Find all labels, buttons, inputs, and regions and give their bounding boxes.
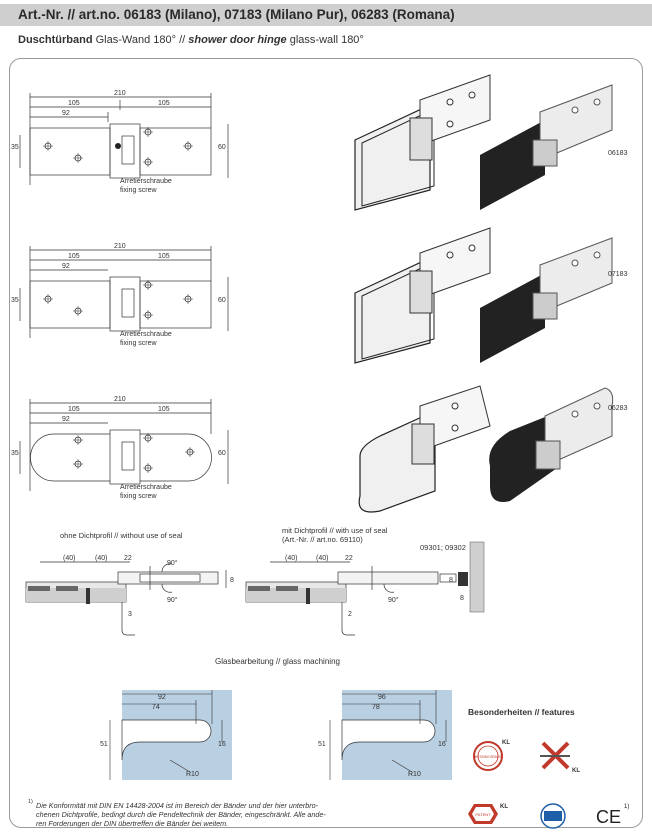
- machining-left-w1: 92: [158, 694, 166, 701]
- machining-left-h: 51: [100, 741, 108, 748]
- machining-right-r: 16: [438, 741, 446, 748]
- subtitle-en: glass-wall 180°: [286, 34, 364, 46]
- dim-width-1: 60: [218, 144, 226, 151]
- article-label-1: 06183: [608, 150, 628, 157]
- dim-total-1: 210: [114, 90, 126, 97]
- product-image-07183: [354, 227, 613, 364]
- screw-label-en-1: fixing screw: [120, 187, 158, 194]
- dim-total-2: 210: [114, 243, 126, 250]
- section-without-seal: ohne Dichtprofil // without use of seal …: [25, 531, 234, 636]
- section-right-dim-f: 8: [460, 595, 464, 602]
- section-right-dim-e: 2: [348, 611, 352, 618]
- drawing-06283: 210 105 105 92 35 60 Arretierschraube fi…: [11, 385, 628, 513]
- section-left-angle-1: 90°: [167, 559, 178, 567]
- article-label-2: 07183: [608, 271, 628, 278]
- patent-mark: KL: [500, 804, 508, 810]
- no-tool-mark: KL: [572, 768, 580, 774]
- section-right-dim-c: 22: [345, 555, 353, 562]
- hinge-drawings: 210 105 105 92 35 60 Arretierschraube fi…: [11, 74, 628, 513]
- section-right-dim-b: (40): [316, 555, 328, 562]
- footnote-marker: 1): [28, 799, 33, 805]
- section-drawings: ohne Dichtprofil // without use of seal …: [25, 526, 485, 636]
- screw-label-en-2: fixing screw: [120, 340, 158, 347]
- product-image-06283: [358, 385, 614, 513]
- features-title: Besonderheiten // features: [468, 707, 575, 717]
- page-title: Art.-Nr. // art.no. 06183 (Milano), 0718…: [18, 7, 455, 22]
- features-badges: MESSING BRASS KL KL: [473, 740, 580, 774]
- screw-label-de-2: Arretierschraube: [120, 331, 172, 338]
- section-right-angle: 90°: [388, 596, 399, 604]
- section-left-angle-2: 90°: [167, 596, 178, 604]
- section-right-dim-a: (40): [285, 555, 297, 562]
- footnote: 1) Die Konformität mit DIN EN 14428-2004…: [28, 799, 428, 828]
- ce-mark-icon: CE 1): [596, 804, 629, 827]
- dim-offset-1: 92: [62, 110, 70, 117]
- ce-text: CE: [596, 807, 621, 827]
- machining-left-r: 16: [218, 741, 226, 748]
- section-with-seal: mit Dichtprofil // with use of seal (Art…: [245, 526, 485, 636]
- patent-text: PATENT: [475, 812, 491, 817]
- footnote-line3: ren Forderungen der DIN übertreffen die …: [36, 819, 229, 828]
- title-bar: Art.-Nr. // art.no. 06183 (Milano), 0718…: [0, 4, 652, 26]
- section-left-dim-d: 8: [230, 577, 234, 584]
- dim-left-2: 105: [68, 253, 80, 260]
- dim-right-3: 105: [158, 406, 170, 413]
- section-left-dim-c: 22: [124, 555, 132, 562]
- no-tool-icon: KL: [540, 741, 580, 774]
- machining-right: 96 78 51 16 R10: [318, 690, 452, 780]
- dim-width-3: 60: [218, 450, 226, 457]
- machining-right-w2: 78: [372, 704, 380, 711]
- ce-note: 1): [624, 804, 629, 810]
- subtitle-de-bold: Duschtürband: [18, 34, 93, 46]
- machining-drawings: 92 74 51 16 R10 96 78 51 16 R10: [100, 690, 452, 780]
- footnote-line2: chenen Dichtprofile, bedingt durch die P…: [36, 810, 326, 819]
- machining-left: 92 74 51 16 R10: [100, 690, 232, 780]
- dim-height-3: 35: [11, 450, 19, 457]
- dim-left-1: 105: [68, 100, 80, 107]
- section-left-dim-a: (40): [63, 555, 75, 562]
- section-left-label: ohne Dichtprofil // without use of seal: [60, 531, 183, 540]
- machining-right-w1: 96: [378, 694, 386, 701]
- dim-offset-2: 92: [62, 263, 70, 270]
- section-left-dim-e: 3: [128, 611, 132, 618]
- section-right-label2: (Art.-Nr. // art.no. 69110): [282, 535, 363, 544]
- section-right-label1: mit Dichtprofil // with use of seal: [282, 526, 388, 535]
- article-label-3: 06283: [608, 405, 628, 412]
- section-right-dim-d: 8: [449, 577, 453, 584]
- patent-badge-icon: PATENT KL: [468, 804, 508, 824]
- machining-right-h: 51: [318, 741, 326, 748]
- machining-right-radius: R10: [408, 771, 421, 778]
- dim-offset-3: 92: [62, 416, 70, 423]
- brass-badge-text: MESSING BRASS: [475, 755, 501, 759]
- machining-left-w2: 74: [152, 704, 160, 711]
- drawing-06183: 210 105 105 92 35 60 Arretierschraube fi…: [11, 74, 628, 211]
- machining-title: Glasbearbeitung // glass machining: [215, 657, 340, 666]
- certification-badges: PATENT KL CE 1): [468, 803, 629, 829]
- gs-badge-icon: [540, 803, 566, 829]
- drawing-07183: 210 105 105 92 35 60 Arretierschraube fi…: [11, 227, 628, 364]
- dim-right-1: 105: [158, 100, 170, 107]
- dim-total-3: 210: [114, 396, 126, 403]
- section-right-label3: 09301; 09302: [420, 543, 466, 552]
- dim-left-3: 105: [68, 406, 80, 413]
- brass-badge-icon: MESSING BRASS KL: [473, 740, 510, 771]
- page-subtitle: Duschtürband Glas-Wand 180° // shower do…: [18, 34, 364, 46]
- subtitle-en-bold: shower door hinge: [188, 34, 287, 46]
- brass-badge-mark: KL: [502, 740, 510, 746]
- screw-label-de-3: Arretierschraube: [120, 484, 172, 491]
- dim-right-2: 105: [158, 253, 170, 260]
- dim-width-2: 60: [218, 297, 226, 304]
- subtitle-de: Glas-Wand 180° //: [92, 34, 189, 46]
- section-left-dim-b: (40): [95, 555, 107, 562]
- screw-label-en-3: fixing screw: [120, 493, 158, 500]
- footnote-line1: Die Konformität mit DIN EN 14428-2004 is…: [36, 801, 319, 810]
- machining-left-radius: R10: [186, 771, 199, 778]
- screw-label-de-1: Arretierschraube: [120, 178, 172, 185]
- dim-height-1: 35: [11, 144, 19, 151]
- product-image-06183: [354, 74, 613, 211]
- dim-height-2: 35: [11, 297, 19, 304]
